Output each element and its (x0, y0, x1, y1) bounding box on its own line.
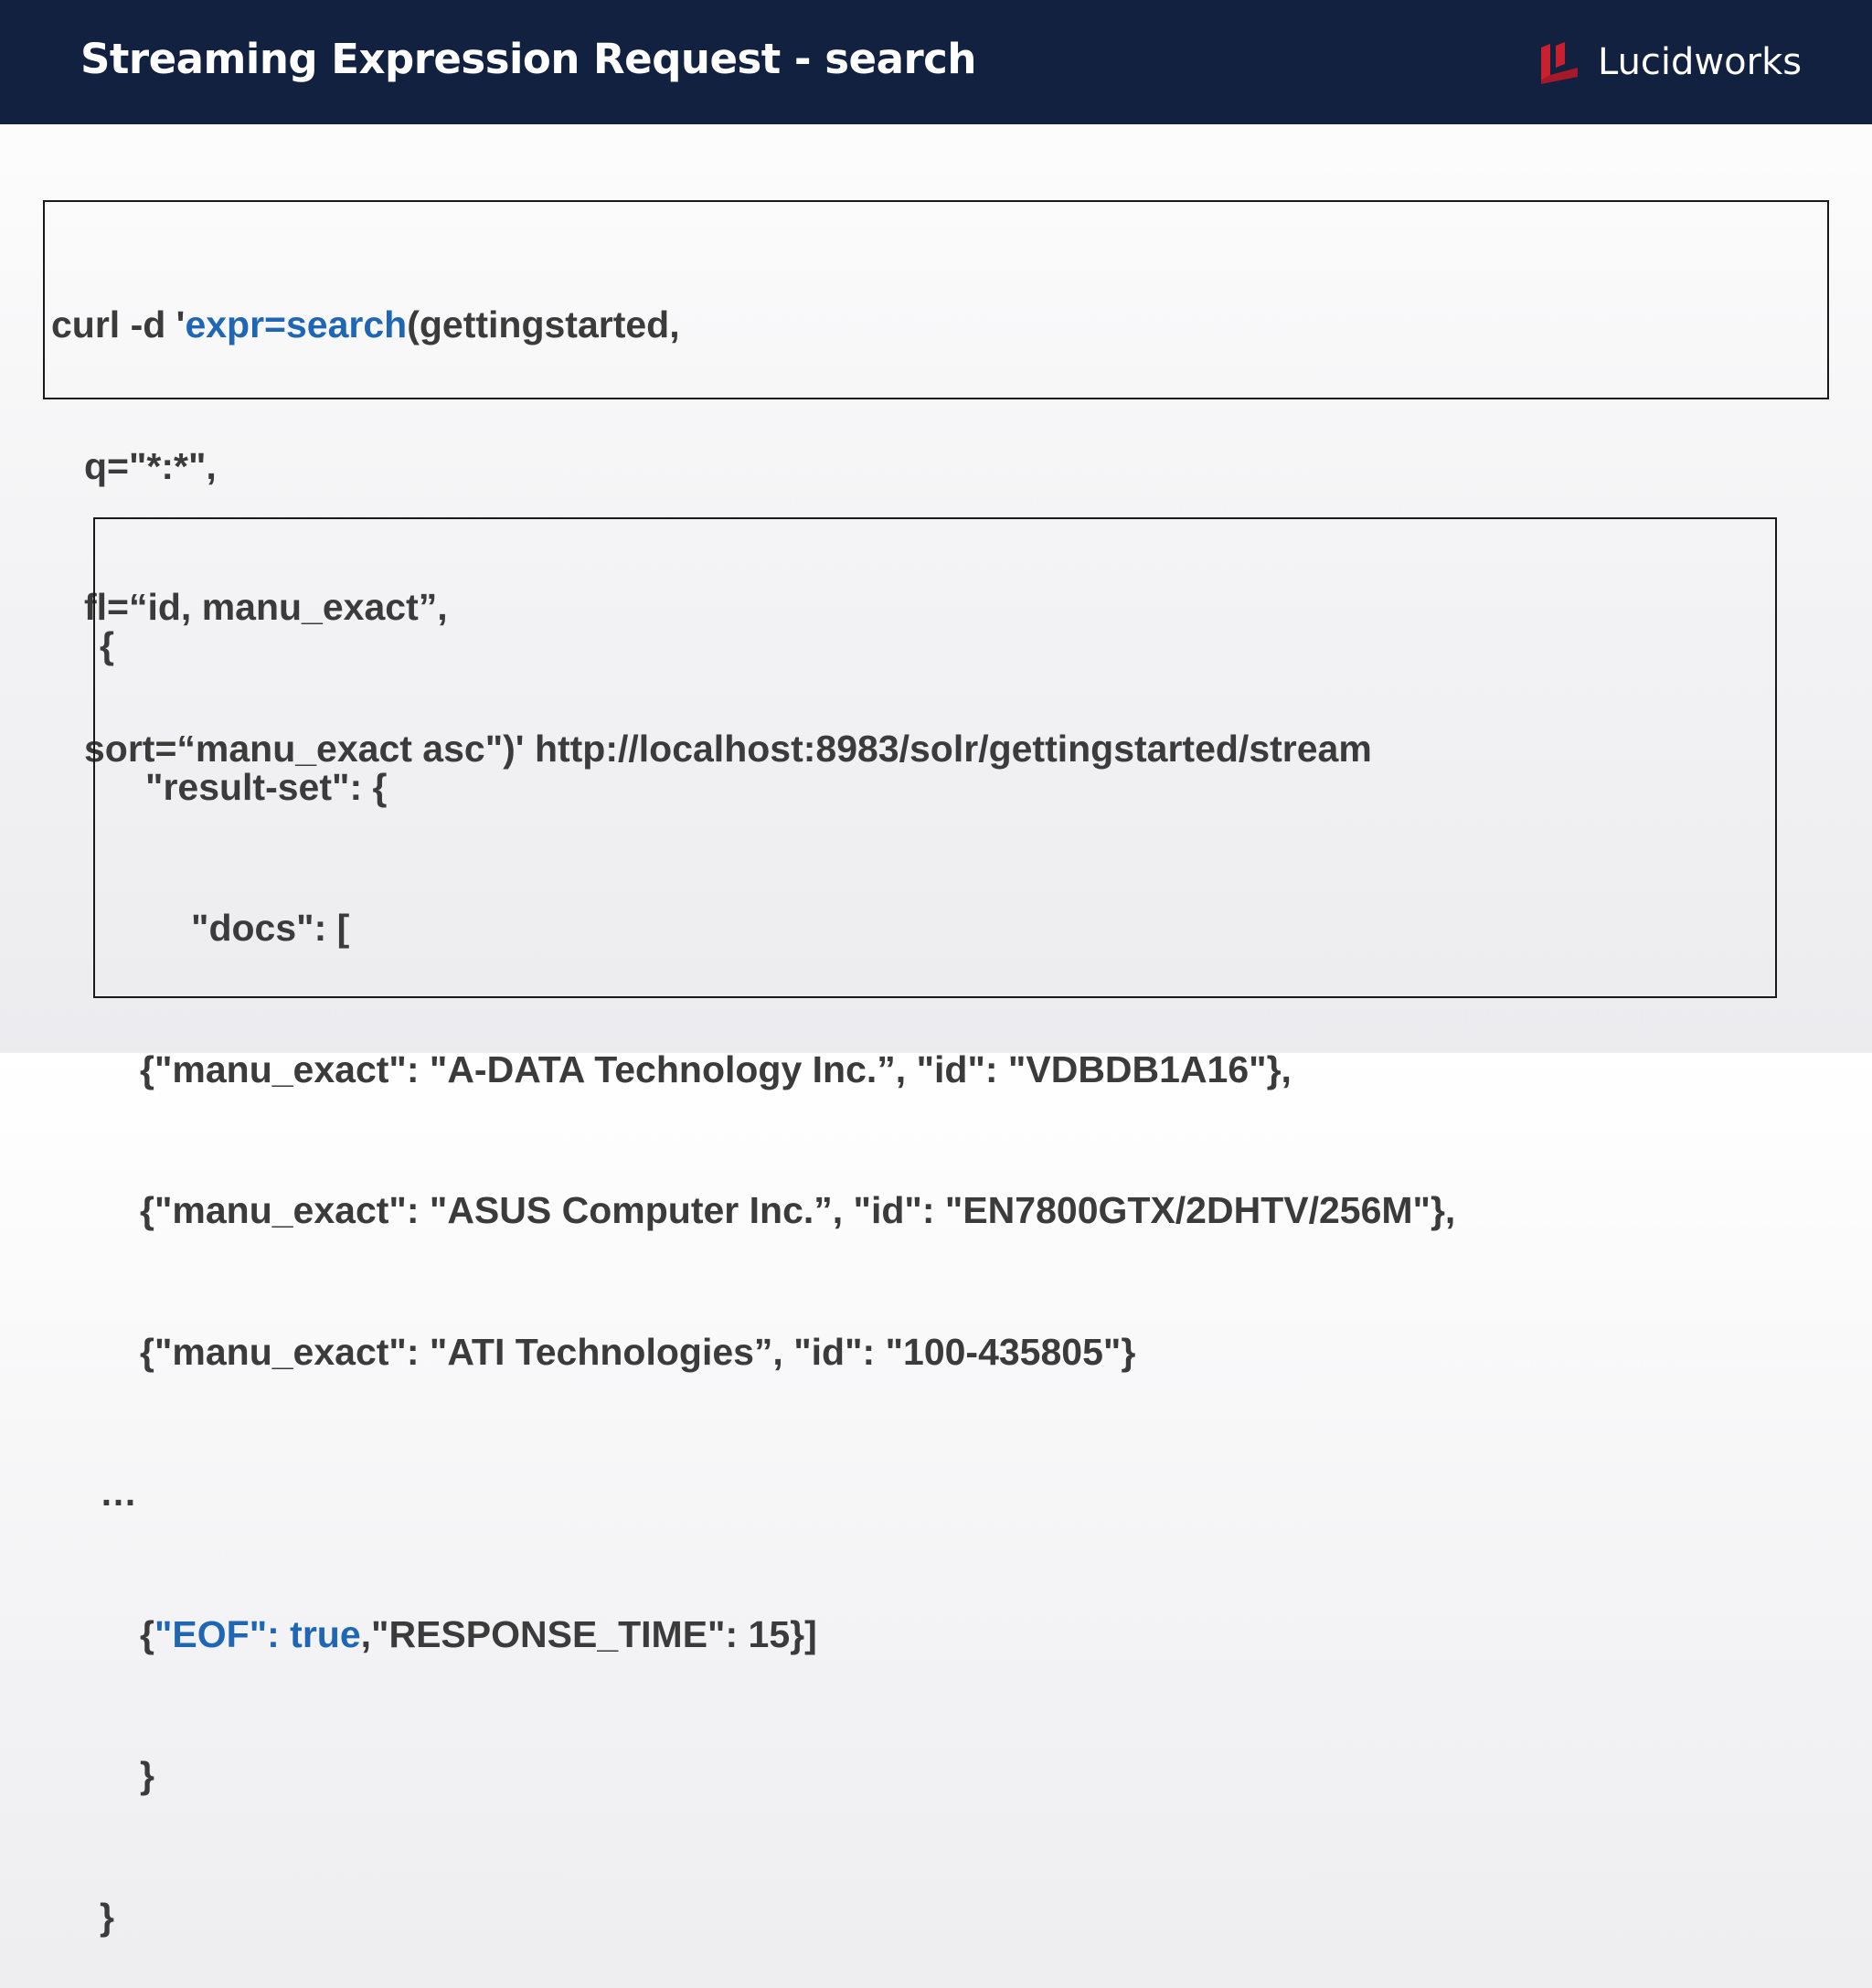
ellipsis-line: … (100, 1472, 137, 1514)
request-line-2: q="*:*", (84, 444, 217, 487)
brand-logo: Lucidworks (1537, 38, 1802, 86)
response-open-brace: { (100, 624, 114, 666)
curl-command: curl -d ' (51, 303, 186, 346)
eof-open-brace: { (140, 1612, 154, 1655)
request-line-3: fl=“id, manu_exact”, (84, 586, 448, 628)
collection-name: (gettingstarted, (407, 303, 680, 346)
docs-line: "docs": [ (191, 907, 350, 949)
request-line-1: curl -d 'expr=search(gettingstarted, (51, 302, 1827, 349)
lucidworks-logo-icon (1541, 42, 1578, 84)
doc-row: {"manu_exact": "ASUS Computer Inc.”, "id… (140, 1189, 1456, 1231)
header-bar: Streaming Expression Request - search Lu… (0, 0, 1872, 124)
doc-row: {"manu_exact": "ATI Technologies”, "id":… (140, 1330, 1136, 1373)
doc-row: {"manu_exact": "A-DATA Technology Inc.”,… (140, 1047, 1292, 1090)
eof-flag: "EOF": true (154, 1612, 361, 1655)
response-time: ,"RESPONSE_TIME": 15}] (360, 1612, 817, 1655)
expr-keyword: expr=search (185, 303, 408, 346)
outer-close-brace: } (100, 1895, 114, 1938)
inner-close-brace: } (140, 1754, 154, 1796)
eof-line: {"EOF": true,"RESPONSE_TIME": 15}] (100, 1611, 1775, 1659)
response-code-box: { "result-set": { "docs": [ {"manu_exact… (93, 517, 1777, 1938)
slide-title: Streaming Expression Request - search (80, 35, 976, 83)
logo-text: Lucidworks (1598, 41, 1803, 83)
request-code-box: curl -d 'expr=search(gettingstarted, q="… (43, 200, 1829, 770)
request-line-4: sort=“manu_exact asc")' http://localhost… (84, 727, 1372, 770)
result-set-line: "result-set": { (145, 765, 388, 808)
